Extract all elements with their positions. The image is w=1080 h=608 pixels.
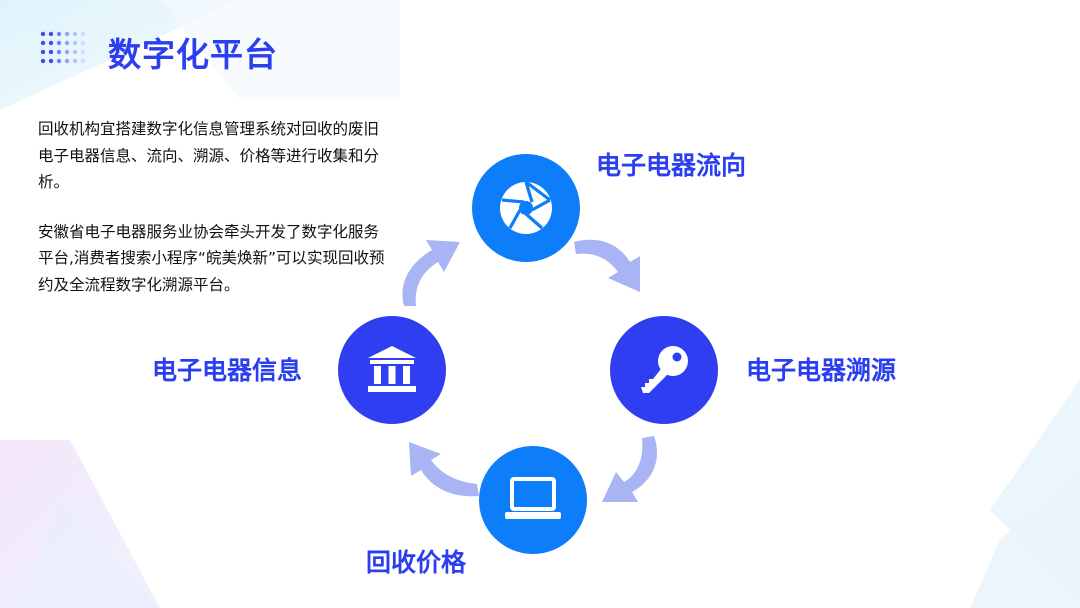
label-price: 回收价格	[366, 548, 467, 577]
arrow-bottom-to-left	[409, 442, 479, 497]
description-paragraph-2: 安徽省电子电器服务业协会牵头开发了数字化服务平台,消费者搜索小程序“皖美焕新”可…	[38, 222, 385, 294]
laptop-icon	[505, 477, 561, 519]
label-flow: 电子电器流向	[596, 151, 747, 180]
arrow-left-to-top	[402, 240, 460, 306]
label-info: 电子电器信息	[152, 356, 303, 385]
arrow-right-to-bottom	[602, 436, 658, 502]
bank-building-icon	[368, 346, 416, 392]
node-flow	[472, 154, 580, 262]
title-dots-decoration	[40, 31, 86, 64]
arrow-top-to-right	[574, 239, 640, 292]
description-text: 回收机构宜搭建数字化信息管理系统对回收的废旧电子电器信息、流向、溯源、价格等进行…	[38, 116, 388, 321]
node-info	[338, 316, 446, 424]
label-trace: 电子电器溯源	[746, 356, 897, 385]
aperture-icon	[500, 180, 552, 234]
page-title: 数字化平台	[108, 35, 278, 74]
key-icon	[641, 346, 688, 393]
node-trace	[610, 316, 718, 424]
node-price	[479, 446, 587, 554]
description-paragraph-1: 回收机构宜搭建数字化信息管理系统对回收的废旧电子电器信息、流向、溯源、价格等进行…	[38, 120, 380, 191]
